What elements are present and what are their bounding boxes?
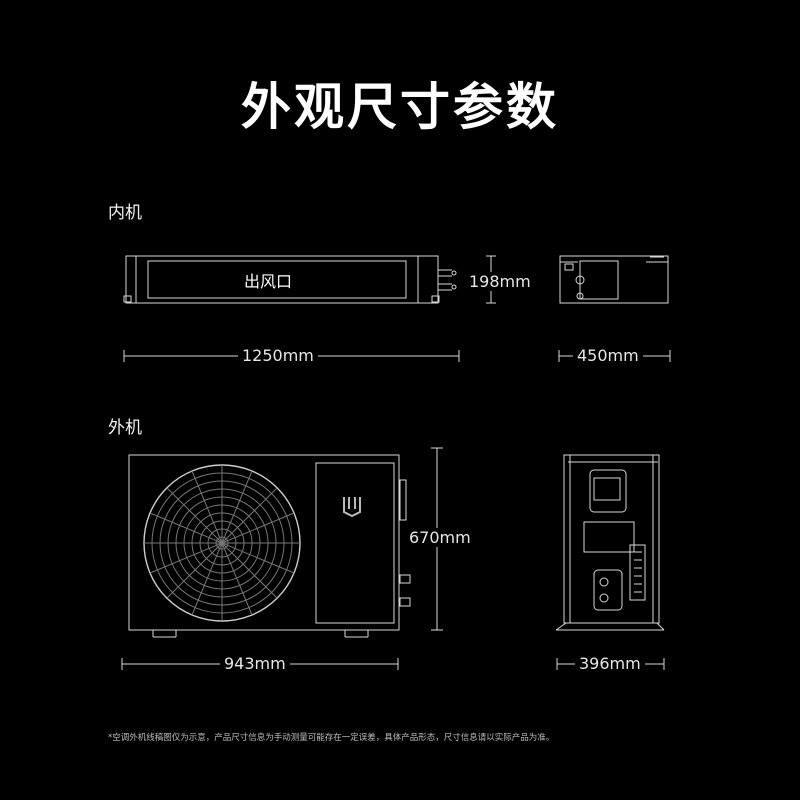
air-outlet-label: 出风口 bbox=[244, 272, 293, 291]
outdoor-fan-grille bbox=[143, 464, 301, 622]
indoor-height-label: 198mm bbox=[465, 272, 535, 291]
outdoor-depth-label: 396mm bbox=[575, 654, 645, 673]
outdoor-width-label: 943mm bbox=[220, 654, 290, 673]
indoor-width-label: 1250mm bbox=[238, 346, 318, 365]
disclaimer-note: *空调外机线稿图仅为示意，产品尺寸信息为手动测量可能存在一定误差，具体产品形态，… bbox=[108, 733, 555, 743]
outdoor-unit-heading: 外机 bbox=[108, 418, 142, 438]
page-title: 外观尺寸参数 bbox=[241, 78, 559, 136]
indoor-depth-label: 450mm bbox=[573, 346, 643, 365]
outdoor-height-label: 670mm bbox=[405, 528, 475, 547]
indoor-side-outline bbox=[559, 255, 669, 304]
indoor-front-outline bbox=[123, 255, 457, 304]
outdoor-side-outline bbox=[555, 454, 665, 631]
indoor-unit-heading: 内机 bbox=[108, 203, 142, 223]
brand-logo-icon bbox=[343, 497, 361, 518]
outdoor-front-outline bbox=[128, 454, 411, 638]
